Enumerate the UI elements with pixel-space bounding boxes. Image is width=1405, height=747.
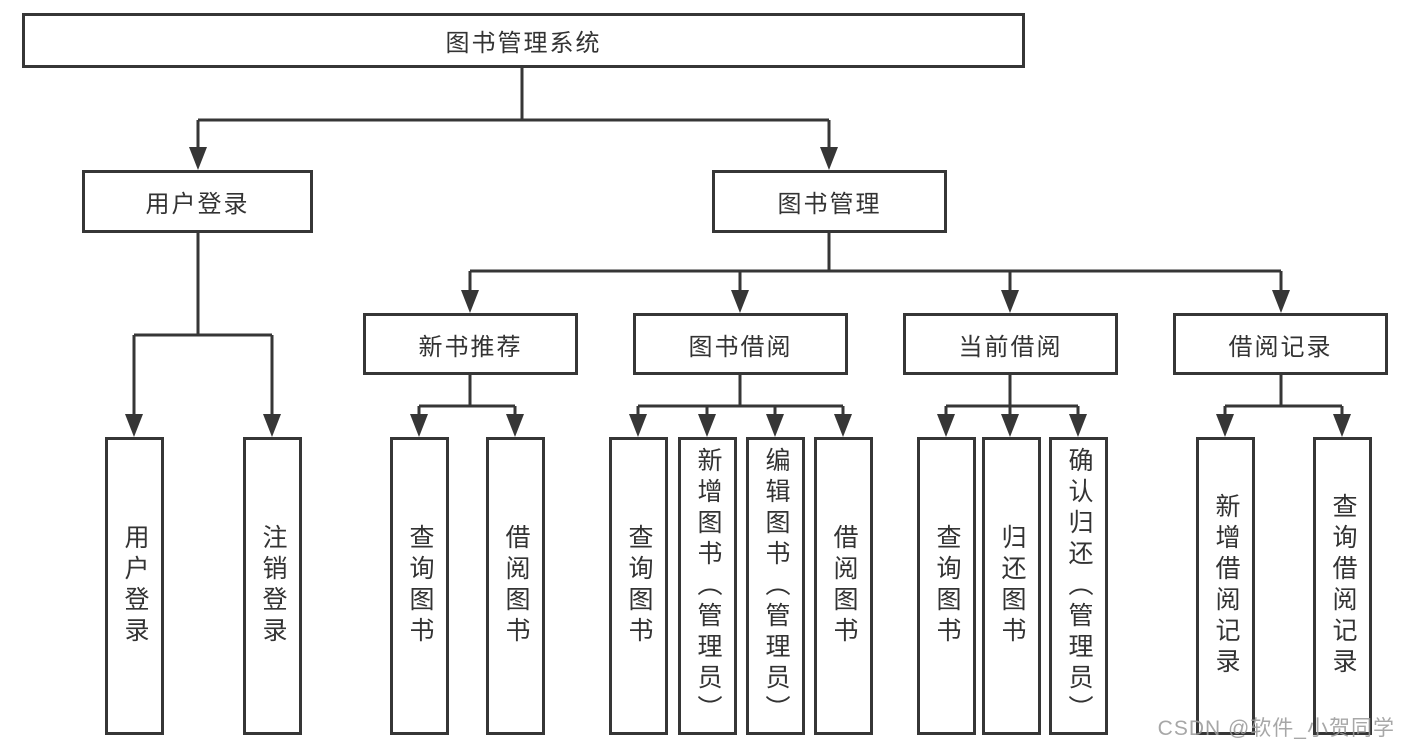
node-user-login: 用户登录 <box>82 170 313 233</box>
leaf-query-books-borrow: 查询图书 <box>609 437 668 735</box>
leaf-user-login: 用户登录 <box>105 437 164 735</box>
leaf-query-books-current: 查询图书 <box>917 437 976 735</box>
leaf-query-books-recommend: 查询图书 <box>390 437 449 735</box>
leaf-confirm-return-admin: 确认归还（管理员） <box>1049 437 1108 735</box>
node-borrowing-records: 借阅记录 <box>1173 313 1388 375</box>
leaf-edit-books-admin: 编辑图书（管理员） <box>746 437 805 735</box>
node-book-management: 图书管理 <box>712 170 947 233</box>
node-book-borrowing: 图书借阅 <box>633 313 848 375</box>
leaf-add-borrow-record: 新增借阅记录 <box>1196 437 1255 735</box>
leaf-borrow-books-borrow: 借阅图书 <box>814 437 873 735</box>
node-current-borrowing: 当前借阅 <box>903 313 1118 375</box>
leaf-logout: 注销登录 <box>243 437 302 735</box>
leaf-query-borrow-record: 查询借阅记录 <box>1313 437 1372 735</box>
arrowheads <box>125 147 1351 437</box>
leaf-borrow-books-recommend: 借阅图书 <box>486 437 545 735</box>
leaf-return-books: 归还图书 <box>982 437 1041 735</box>
leaf-add-books-admin: 新增图书（管理员） <box>678 437 737 735</box>
watermark: CSDN @软件_小贺同学 <box>1157 717 1395 740</box>
node-book-management-system: 图书管理系统 <box>22 13 1025 68</box>
node-new-book-recommendation: 新书推荐 <box>363 313 578 375</box>
